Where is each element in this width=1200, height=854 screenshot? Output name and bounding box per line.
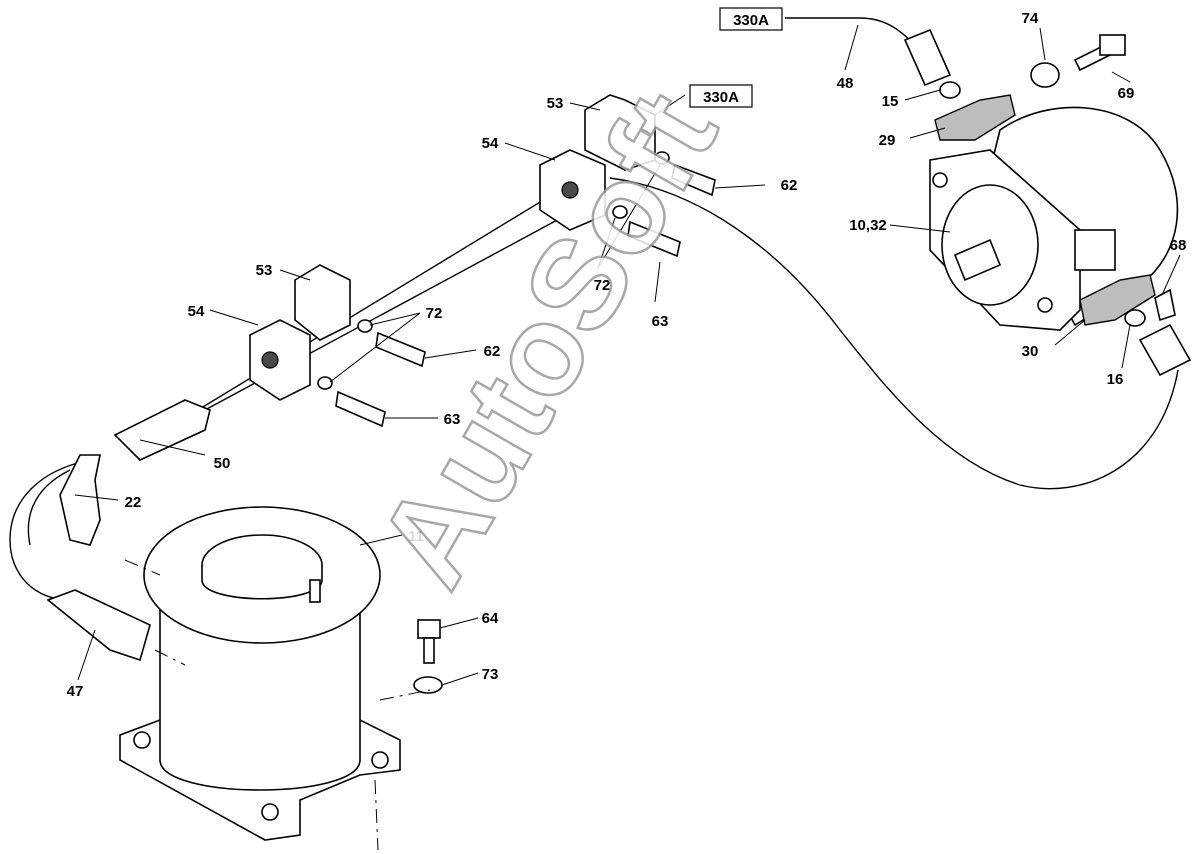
reference-label: 330A bbox=[703, 89, 739, 106]
fitting-47 bbox=[46, 589, 151, 662]
flange-30 bbox=[1079, 274, 1156, 326]
callout-16: 16 bbox=[1107, 371, 1124, 388]
callout-64: 64 bbox=[482, 610, 499, 627]
callout-22: 22 bbox=[125, 494, 142, 511]
hydraulic-pump bbox=[929, 106, 1179, 331]
callout-11: 11 bbox=[408, 528, 424, 545]
callout-72: 72 bbox=[426, 305, 443, 322]
fitting-16 bbox=[1138, 323, 1192, 377]
callout-50: 50 bbox=[214, 455, 231, 472]
leader-lines bbox=[74, 24, 1181, 686]
reservoir-tank bbox=[119, 506, 401, 841]
clamp-lower bbox=[249, 264, 351, 401]
washer-74 bbox=[1030, 62, 1060, 88]
washer-73 bbox=[413, 676, 443, 694]
callout-48: 48 bbox=[837, 75, 854, 92]
bolt-64-shank bbox=[423, 637, 435, 664]
reference-box-2: 330A bbox=[689, 84, 753, 108]
callout-63: 63 bbox=[652, 313, 669, 330]
callout-68: 68 bbox=[1170, 237, 1187, 254]
fitting-48 bbox=[903, 28, 952, 87]
callout-47: 47 bbox=[67, 683, 84, 700]
callout-54: 54 bbox=[482, 135, 499, 152]
callout-labels: 48 74 69 15 29 10,32 68 30 16 53 54 62 7… bbox=[67, 10, 1187, 700]
callout-72: 72 bbox=[594, 277, 611, 294]
flange-29 bbox=[934, 94, 1016, 141]
clamp-upper bbox=[539, 94, 656, 231]
callout-53: 53 bbox=[547, 95, 564, 112]
watermark-text: AutoSoft bbox=[350, 70, 744, 609]
center-lines bbox=[124, 559, 431, 851]
callout-63: 63 bbox=[444, 411, 461, 428]
callout-54: 54 bbox=[188, 303, 205, 320]
seal-16 bbox=[1124, 309, 1146, 327]
callout-62: 62 bbox=[484, 343, 501, 360]
callout-69: 69 bbox=[1118, 85, 1135, 102]
callout-10-32: 10,32 bbox=[849, 217, 887, 234]
callout-74: 74 bbox=[1022, 10, 1039, 27]
callout-30: 30 bbox=[1022, 343, 1039, 360]
reference-box-1: 330A bbox=[719, 7, 783, 31]
bolt-69-head bbox=[1099, 34, 1126, 56]
callout-29: 29 bbox=[879, 132, 896, 149]
seal-15 bbox=[939, 81, 961, 99]
callout-62: 62 bbox=[781, 177, 798, 194]
callout-15: 15 bbox=[882, 93, 899, 110]
reference-label: 330A bbox=[733, 12, 769, 29]
bolt-64-head bbox=[417, 619, 441, 639]
callout-73: 73 bbox=[482, 666, 499, 683]
elbow-22 bbox=[59, 454, 101, 546]
pin-68 bbox=[1154, 288, 1176, 322]
fasteners bbox=[317, 151, 716, 428]
callout-53: 53 bbox=[256, 262, 273, 279]
fitting-50 bbox=[113, 399, 211, 461]
